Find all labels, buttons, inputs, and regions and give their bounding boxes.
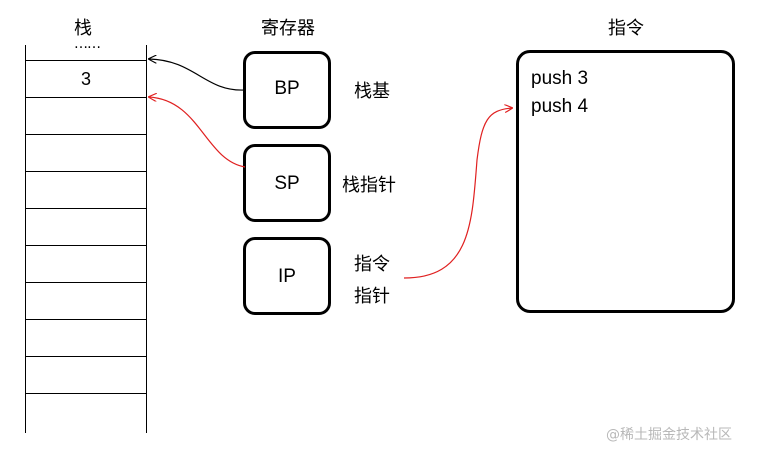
watermark: @稀土掘金技术社区: [606, 427, 732, 443]
stack-cell: [25, 97, 147, 134]
stack-cell: [25, 171, 147, 208]
register-ip: IP: [243, 237, 331, 315]
stack-cell: [25, 319, 147, 356]
register-bp: BP: [243, 51, 331, 129]
instruction-line-2: push 4: [531, 96, 589, 117]
register-ip-note-line2: 指针: [354, 286, 390, 307]
register-sp-note: 栈指针: [342, 175, 396, 196]
register-sp: SP: [243, 144, 331, 222]
stack-right-border: [146, 45, 147, 433]
instructions-title: 指令: [608, 18, 644, 39]
register-ip-note-line1: 指令: [354, 254, 390, 275]
stack-cell: 3: [25, 60, 147, 97]
bp-to-stack-arrow: [149, 59, 246, 91]
stack-title: 栈: [74, 18, 92, 39]
register-bp-label: BP: [274, 78, 300, 99]
sp-to-stack-arrow: [149, 97, 246, 168]
instruction-box: push 3 push 4: [516, 50, 735, 313]
stack-cell: [25, 208, 147, 245]
register-ip-label: IP: [278, 266, 296, 287]
stack-cell-value: 3: [80, 69, 91, 89]
stack-cell: [25, 245, 147, 282]
stack-cell: [25, 282, 147, 319]
registers-title: 寄存器: [261, 18, 315, 39]
register-bp-note: 栈基: [354, 81, 390, 102]
stack-ellipsis: ……: [74, 36, 101, 52]
stack-cell: [25, 356, 147, 393]
ip-to-instruction-arrow: [403, 108, 512, 279]
register-sp-label: SP: [274, 173, 300, 194]
stack-cell: [25, 134, 147, 171]
stack-cell: [25, 393, 147, 430]
instruction-line-1: push 3: [531, 68, 589, 89]
stack-left-border: [25, 45, 26, 433]
